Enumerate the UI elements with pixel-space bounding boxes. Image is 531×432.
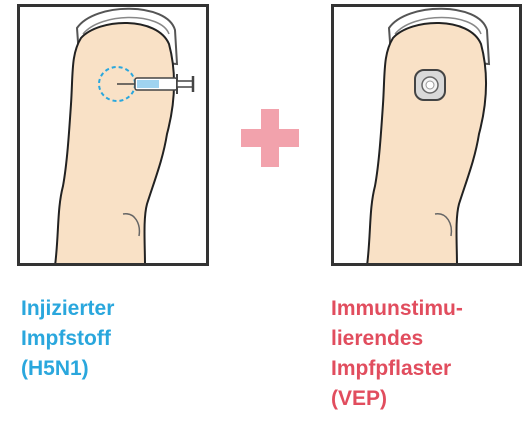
caption-line: Injizierter <box>21 294 221 324</box>
vaccine-patch-panel <box>331 4 522 266</box>
arm-icon <box>17 4 209 266</box>
plus-icon <box>241 109 299 167</box>
injected-vaccine-panel <box>17 4 209 266</box>
arm-icon <box>331 4 522 266</box>
injected-vaccine-caption: Injizierter Impfstoff (H5N1) <box>21 294 221 384</box>
caption-line: lierendes <box>331 324 526 354</box>
caption-line: (H5N1) <box>21 354 221 384</box>
caption-line: Impfstoff <box>21 324 221 354</box>
vaccine-patch-icon <box>415 70 445 100</box>
caption-line: (VEP) <box>331 384 526 414</box>
vaccine-patch-caption: Immunstimu- lierendes Impfpflaster (VEP) <box>331 294 526 414</box>
caption-line: Immunstimu- <box>331 294 526 324</box>
caption-line: Impfpflaster <box>331 354 526 384</box>
